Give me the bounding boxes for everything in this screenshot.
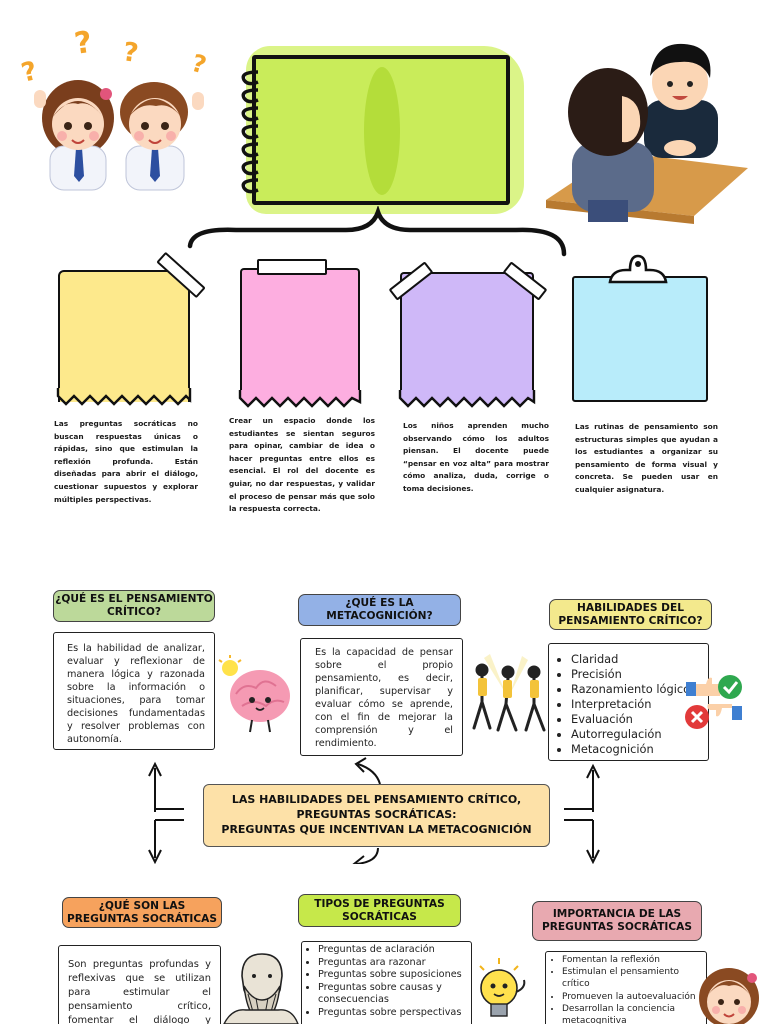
paragraph-socratic-questions: Las preguntas socráticas no buscan respu… bbox=[54, 419, 198, 504]
box-habilidades: Claridad Precisión Razonamiento lógico I… bbox=[548, 643, 709, 761]
notebook-highlight bbox=[364, 67, 400, 195]
list-item: Autorregulación bbox=[571, 727, 704, 742]
svg-text:?: ? bbox=[72, 26, 94, 62]
kids-thinking-illustration: ? ? ? ? bbox=[20, 26, 209, 191]
label-importancia: IMPORTANCIA DE LAS PREGUNTAS SOCRÁTICAS bbox=[532, 901, 702, 941]
curly-brace-connector bbox=[187, 206, 567, 257]
box-que-son-preguntas-socraticas: Son preguntas profundas y reflexivas que… bbox=[58, 945, 221, 1024]
label-que-es-pensamiento-critico: ¿QUÉ ES EL PENSAMIENTO CRÍTICO? bbox=[53, 590, 215, 622]
list-item: Preguntas de aclaración bbox=[318, 944, 467, 957]
socrates-bust-illustration bbox=[223, 953, 299, 1024]
notebook-spiral-icon bbox=[241, 70, 259, 194]
list-item: Preguntas sobre perspectivas bbox=[318, 1007, 467, 1020]
brain-character-illustration bbox=[218, 655, 290, 733]
center-title-line-3: PREGUNTAS QUE INCENTIVAN LA METACOGNICIÓ… bbox=[221, 823, 532, 836]
text-que-son-preguntas-socraticas: Son preguntas profundas y reflexivas que… bbox=[68, 959, 211, 1024]
label-que-son-preguntas-socraticas: ¿QUÉ SON LAS PREGUNTAS SOCRÁTICAS bbox=[62, 897, 222, 928]
list-item: Promueven la autoevaluación bbox=[562, 991, 704, 1003]
note-card-yellow bbox=[58, 270, 190, 402]
box-que-es-pensamiento-critico: Es la habilidad de analizar, evaluar y r… bbox=[53, 632, 215, 750]
list-item: Preguntas sobre causas y consecuencias bbox=[318, 982, 467, 1007]
notebook-card bbox=[252, 55, 510, 205]
label-habilidades: HABILIDADES DEL PENSAMIENTO CRÍTICO? bbox=[549, 599, 712, 630]
mindmap-connectors bbox=[148, 757, 600, 864]
clip-icon bbox=[608, 254, 668, 284]
torn-edge-yellow bbox=[56, 388, 192, 406]
box-importancia: Fomentan la reflexión Estimulan el pensa… bbox=[545, 951, 707, 1024]
people-walking-illustration bbox=[472, 654, 546, 732]
torn-edge-pink bbox=[238, 390, 362, 408]
girl-character-illustration bbox=[699, 968, 759, 1024]
list-importancia: Fomentan la reflexión Estimulan el pensa… bbox=[548, 954, 704, 1024]
list-item: Metacognición bbox=[571, 742, 704, 757]
lightbulb-character-illustration bbox=[479, 958, 526, 1017]
label-tipos-preguntas: TIPOS DE PREGUNTAS SOCRÁTICAS bbox=[298, 894, 461, 927]
list-item: Razonamiento lógico bbox=[571, 682, 704, 697]
list-tipos-preguntas: Preguntas de aclaración Preguntas ara ra… bbox=[304, 944, 467, 1020]
list-item: Precisión bbox=[571, 667, 704, 682]
list-item: Preguntas ara razonar bbox=[318, 957, 467, 970]
list-habilidades: Claridad Precisión Razonamiento lógico I… bbox=[557, 652, 704, 757]
tape-pink bbox=[257, 259, 327, 275]
list-item: Interpretación bbox=[571, 697, 704, 712]
list-item: Fomentan la reflexión bbox=[562, 954, 704, 966]
center-title-box: LAS HABILIDADES DEL PENSAMIENTO CRÍTICO,… bbox=[203, 784, 550, 847]
note-card-purple bbox=[400, 272, 534, 400]
svg-text:?: ? bbox=[121, 37, 140, 69]
thumbs-check-icon bbox=[685, 675, 742, 729]
box-tipos-preguntas: Preguntas de aclaración Preguntas ara ra… bbox=[301, 941, 472, 1024]
svg-text:?: ? bbox=[20, 56, 40, 89]
label-que-es-metacognicion: ¿QUÉ ES LA METACOGNICIÓN? bbox=[298, 594, 461, 626]
box-que-es-metacognicion: Es la capacidad de pensar sobre el propi… bbox=[300, 638, 463, 756]
note-card-blue bbox=[572, 276, 708, 402]
paragraph-think-aloud: Los niños aprenden mucho observando cómo… bbox=[403, 421, 549, 493]
list-item: Evaluación bbox=[571, 712, 704, 727]
paragraph-thinking-routines: Las rutinas de pensamiento son estructur… bbox=[575, 422, 718, 494]
list-item: Claridad bbox=[571, 652, 704, 667]
text-que-es-pensamiento-critico: Es la habilidad de analizar, evaluar y r… bbox=[67, 643, 205, 745]
list-item: Estimulan el pensamiento crítico bbox=[562, 966, 704, 990]
text-que-es-metacognicion: Es la capacidad de pensar sobre el propi… bbox=[315, 647, 453, 749]
teacher-student-illustration bbox=[546, 43, 748, 224]
note-card-pink bbox=[240, 268, 360, 400]
center-title-line-2: PREGUNTAS SOCRÁTICAS: bbox=[296, 808, 457, 821]
svg-text:?: ? bbox=[188, 49, 209, 80]
paragraph-safe-space: Crear un espacio donde los estudiantes s… bbox=[229, 416, 375, 514]
list-item: Preguntas sobre suposiciones bbox=[318, 969, 467, 982]
torn-edge-purple bbox=[398, 390, 536, 408]
list-item: Desarrollan la conciencia metacognitiva bbox=[562, 1003, 704, 1024]
center-title-line-1: LAS HABILIDADES DEL PENSAMIENTO CRÍTICO, bbox=[231, 793, 522, 806]
